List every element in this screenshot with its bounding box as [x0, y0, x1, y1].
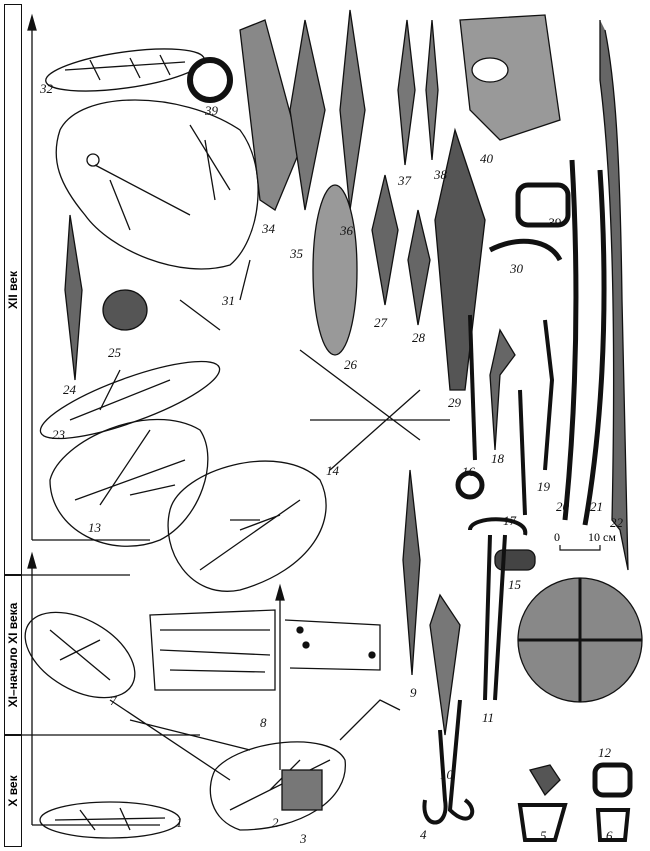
figure-number-36: 36	[340, 223, 353, 238]
period-label: XI–начало XI века	[6, 602, 20, 708]
figure-number-11: 11	[482, 710, 495, 725]
arrowhead-37	[397, 19, 416, 166]
mask-40	[459, 14, 561, 141]
spearhead-9	[402, 469, 421, 676]
figure-number-32: 32	[40, 81, 53, 96]
figure-number-20: 20	[556, 499, 569, 514]
grave-13	[49, 418, 209, 547]
figure-number-1: 1	[176, 815, 183, 830]
figure-number-22: 22	[610, 515, 623, 530]
period-label: XII век	[6, 270, 20, 309]
arrowhead-18	[489, 328, 516, 451]
figure-number-14: 14	[326, 463, 339, 478]
period-band-x: X век	[4, 735, 22, 847]
connector-lines	[109, 699, 401, 781]
ring-5-top	[528, 764, 561, 797]
figure-number-12: 12	[598, 745, 611, 760]
figure-number-16: 16	[462, 464, 475, 479]
figure-number-21: 21	[590, 499, 603, 514]
figure-number-39: 39	[205, 103, 218, 118]
grave-32	[45, 48, 205, 92]
grave-31	[55, 99, 259, 270]
scale-bar	[559, 545, 601, 551]
saber-21	[582, 169, 607, 526]
shears-11	[468, 517, 528, 701]
figure-number-5: 5	[540, 828, 547, 843]
grave-14	[167, 460, 327, 592]
arrowhead-19	[543, 319, 555, 471]
figure-number-7: 7	[110, 693, 117, 708]
grave-1	[39, 801, 181, 839]
knife-17	[518, 389, 527, 516]
spearhead-35	[289, 19, 326, 211]
scale-zero: 0	[554, 530, 560, 544]
figure-number-24: 24	[63, 382, 76, 397]
figure-number-10: 10	[440, 767, 453, 782]
period-band-xii: XII век	[4, 4, 22, 575]
figure-number-31: 31	[222, 293, 235, 308]
fitting-15	[494, 549, 536, 571]
figure-number-3: 3	[300, 831, 307, 846]
figure-number-4: 4	[420, 827, 427, 842]
figure-number-25: 25	[108, 345, 121, 360]
arrow-icon	[27, 551, 37, 569]
connector-lines	[179, 259, 450, 471]
spearhead-24	[64, 214, 83, 381]
saber-20	[562, 159, 579, 521]
scabbard-tip-34	[239, 19, 301, 211]
figure-number-23: 23	[52, 427, 65, 442]
ring-6-top	[592, 762, 633, 798]
figure-number-15: 15	[508, 577, 521, 592]
spearhead-36	[339, 9, 366, 211]
stirrup-strap-16	[468, 314, 477, 461]
ring-6	[595, 808, 631, 842]
figure-number-34: 34	[262, 221, 275, 236]
period-label: X век	[6, 775, 20, 807]
grave-7	[24, 611, 136, 699]
arrowhead-10	[429, 593, 461, 736]
figure-number-38: 38	[434, 167, 447, 182]
figure-number-27: 27	[374, 315, 387, 330]
grave-8	[149, 609, 381, 691]
figure-number-9: 9	[410, 685, 417, 700]
figure-number-40: 40	[480, 151, 493, 166]
figure-number-8: 8	[260, 715, 267, 730]
comb-3	[281, 769, 323, 811]
figure-number-19: 19	[537, 479, 550, 494]
arrowhead-27	[371, 174, 399, 306]
figure-number-29: 29	[448, 395, 461, 410]
figure-number-17: 17	[503, 513, 516, 528]
figure-number-39: 39	[548, 215, 561, 230]
spearhead-29	[434, 127, 486, 391]
figure-number-13: 13	[88, 520, 101, 535]
scale-ten: 10 см	[588, 530, 616, 544]
scissors-4	[422, 699, 475, 825]
key-30	[488, 238, 563, 262]
sword-22	[599, 20, 629, 571]
arrowhead-38	[425, 19, 439, 161]
figure-number-35: 35	[290, 246, 303, 261]
figure-number-6: 6	[606, 828, 613, 843]
ring-5	[517, 803, 568, 842]
whetstone-26	[312, 184, 358, 356]
figure-number-37: 37	[398, 173, 411, 188]
figure-number-2: 2	[272, 815, 279, 830]
arrowhead-28	[407, 209, 431, 326]
buckle-39b	[515, 182, 571, 228]
figure-number-30: 30	[510, 261, 523, 276]
buckle-39	[187, 57, 233, 103]
arrow-icon	[27, 13, 37, 31]
pot-25	[102, 289, 148, 331]
period-band-xi: XI–начало XI века	[4, 575, 22, 735]
figure-number-18: 18	[491, 451, 504, 466]
figure-number-26: 26	[344, 357, 357, 372]
figure-number-28: 28	[412, 330, 425, 345]
